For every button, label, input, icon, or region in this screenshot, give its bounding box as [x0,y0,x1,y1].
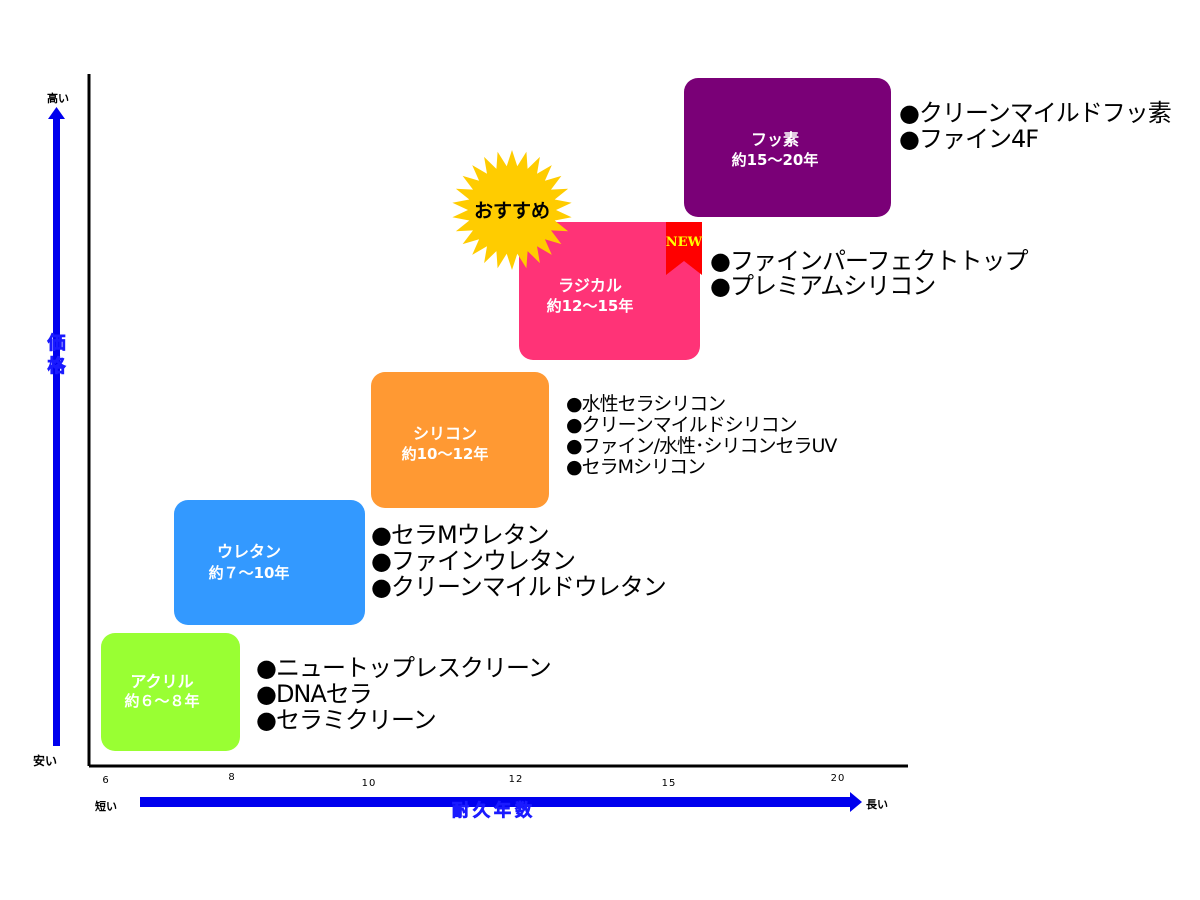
durability-arrow-shaft [140,797,852,807]
category-name: アクリル [130,672,193,691]
category-name: ウレタン [217,542,281,561]
durability-arrow-head [850,792,862,812]
x-tick-label: 12 [509,774,524,785]
product-name: ●セラミクリーン [256,706,436,734]
product-name: ●ファイン4F [899,125,1038,153]
product-name: ●ニュートップレスクリーン [256,654,551,682]
x-tick-label: 20 [831,773,846,784]
price-axis-label: 価格 [46,332,67,378]
product-name: ●ファインパーフェクトトップ [710,247,1029,275]
x-tick-label: 6 [102,775,109,786]
new-ribbon [666,222,702,275]
product-name: ●クリーンマイルドウレタン [371,573,666,601]
durability-long-label: 長い [866,798,888,811]
product-name: ●クリーンマイルドフッ素 [899,99,1171,127]
category-bar [519,222,700,360]
category-bar [684,78,891,217]
price-arrow-head [48,107,65,119]
category-years: 約12～15年 [547,297,634,315]
price-arrow-shaft [53,118,60,746]
category-bar [101,633,240,751]
product-name: ●セラMシリコン [566,456,705,478]
category-bar [371,372,549,508]
product-name: ●プレミアムシリコン [710,272,935,300]
price-high-label: 高い [47,91,69,105]
x-tick-label: 8 [228,772,235,783]
price-axis-char: 格 [48,355,67,377]
product-name: ●水性セラシリコン [566,393,725,415]
category-years: 約10～12年 [402,445,489,463]
product-name: ●クリーンマイルドシリコン [566,414,797,436]
product-name: ●DNAセラ [256,680,372,708]
product-name: ●セラMウレタン [371,521,549,549]
x-tick-label: 10 [362,778,377,789]
category-years: 約15～20年 [732,151,819,169]
durability-short-label: 短い [95,799,117,813]
category-years: 約６～８年 [124,692,199,710]
category-bar [174,500,365,625]
price-axis-char: 価 [47,332,66,354]
price-low-label: 安い [33,753,57,768]
category-name: フッ素 [751,130,799,149]
product-name: ●ファインウレタン [371,547,575,575]
x-tick-labels: 6 8 10 12 15 20 [102,772,846,789]
product-name: ●ファイン/水性･シリコンセラUV [566,435,837,457]
x-tick-label: 15 [662,778,677,789]
recommend-starburst [452,150,572,270]
category-name: シリコン [413,424,477,443]
category-name: ラジカル [558,276,622,295]
durability-axis-label: 耐久年数 [452,800,536,821]
new-badge-text: NEW [666,235,703,250]
recommend-badge-text: おすすめ [474,200,550,222]
badges: おすすめ NEW [452,150,703,275]
category-years: 約７～10年 [209,564,290,582]
